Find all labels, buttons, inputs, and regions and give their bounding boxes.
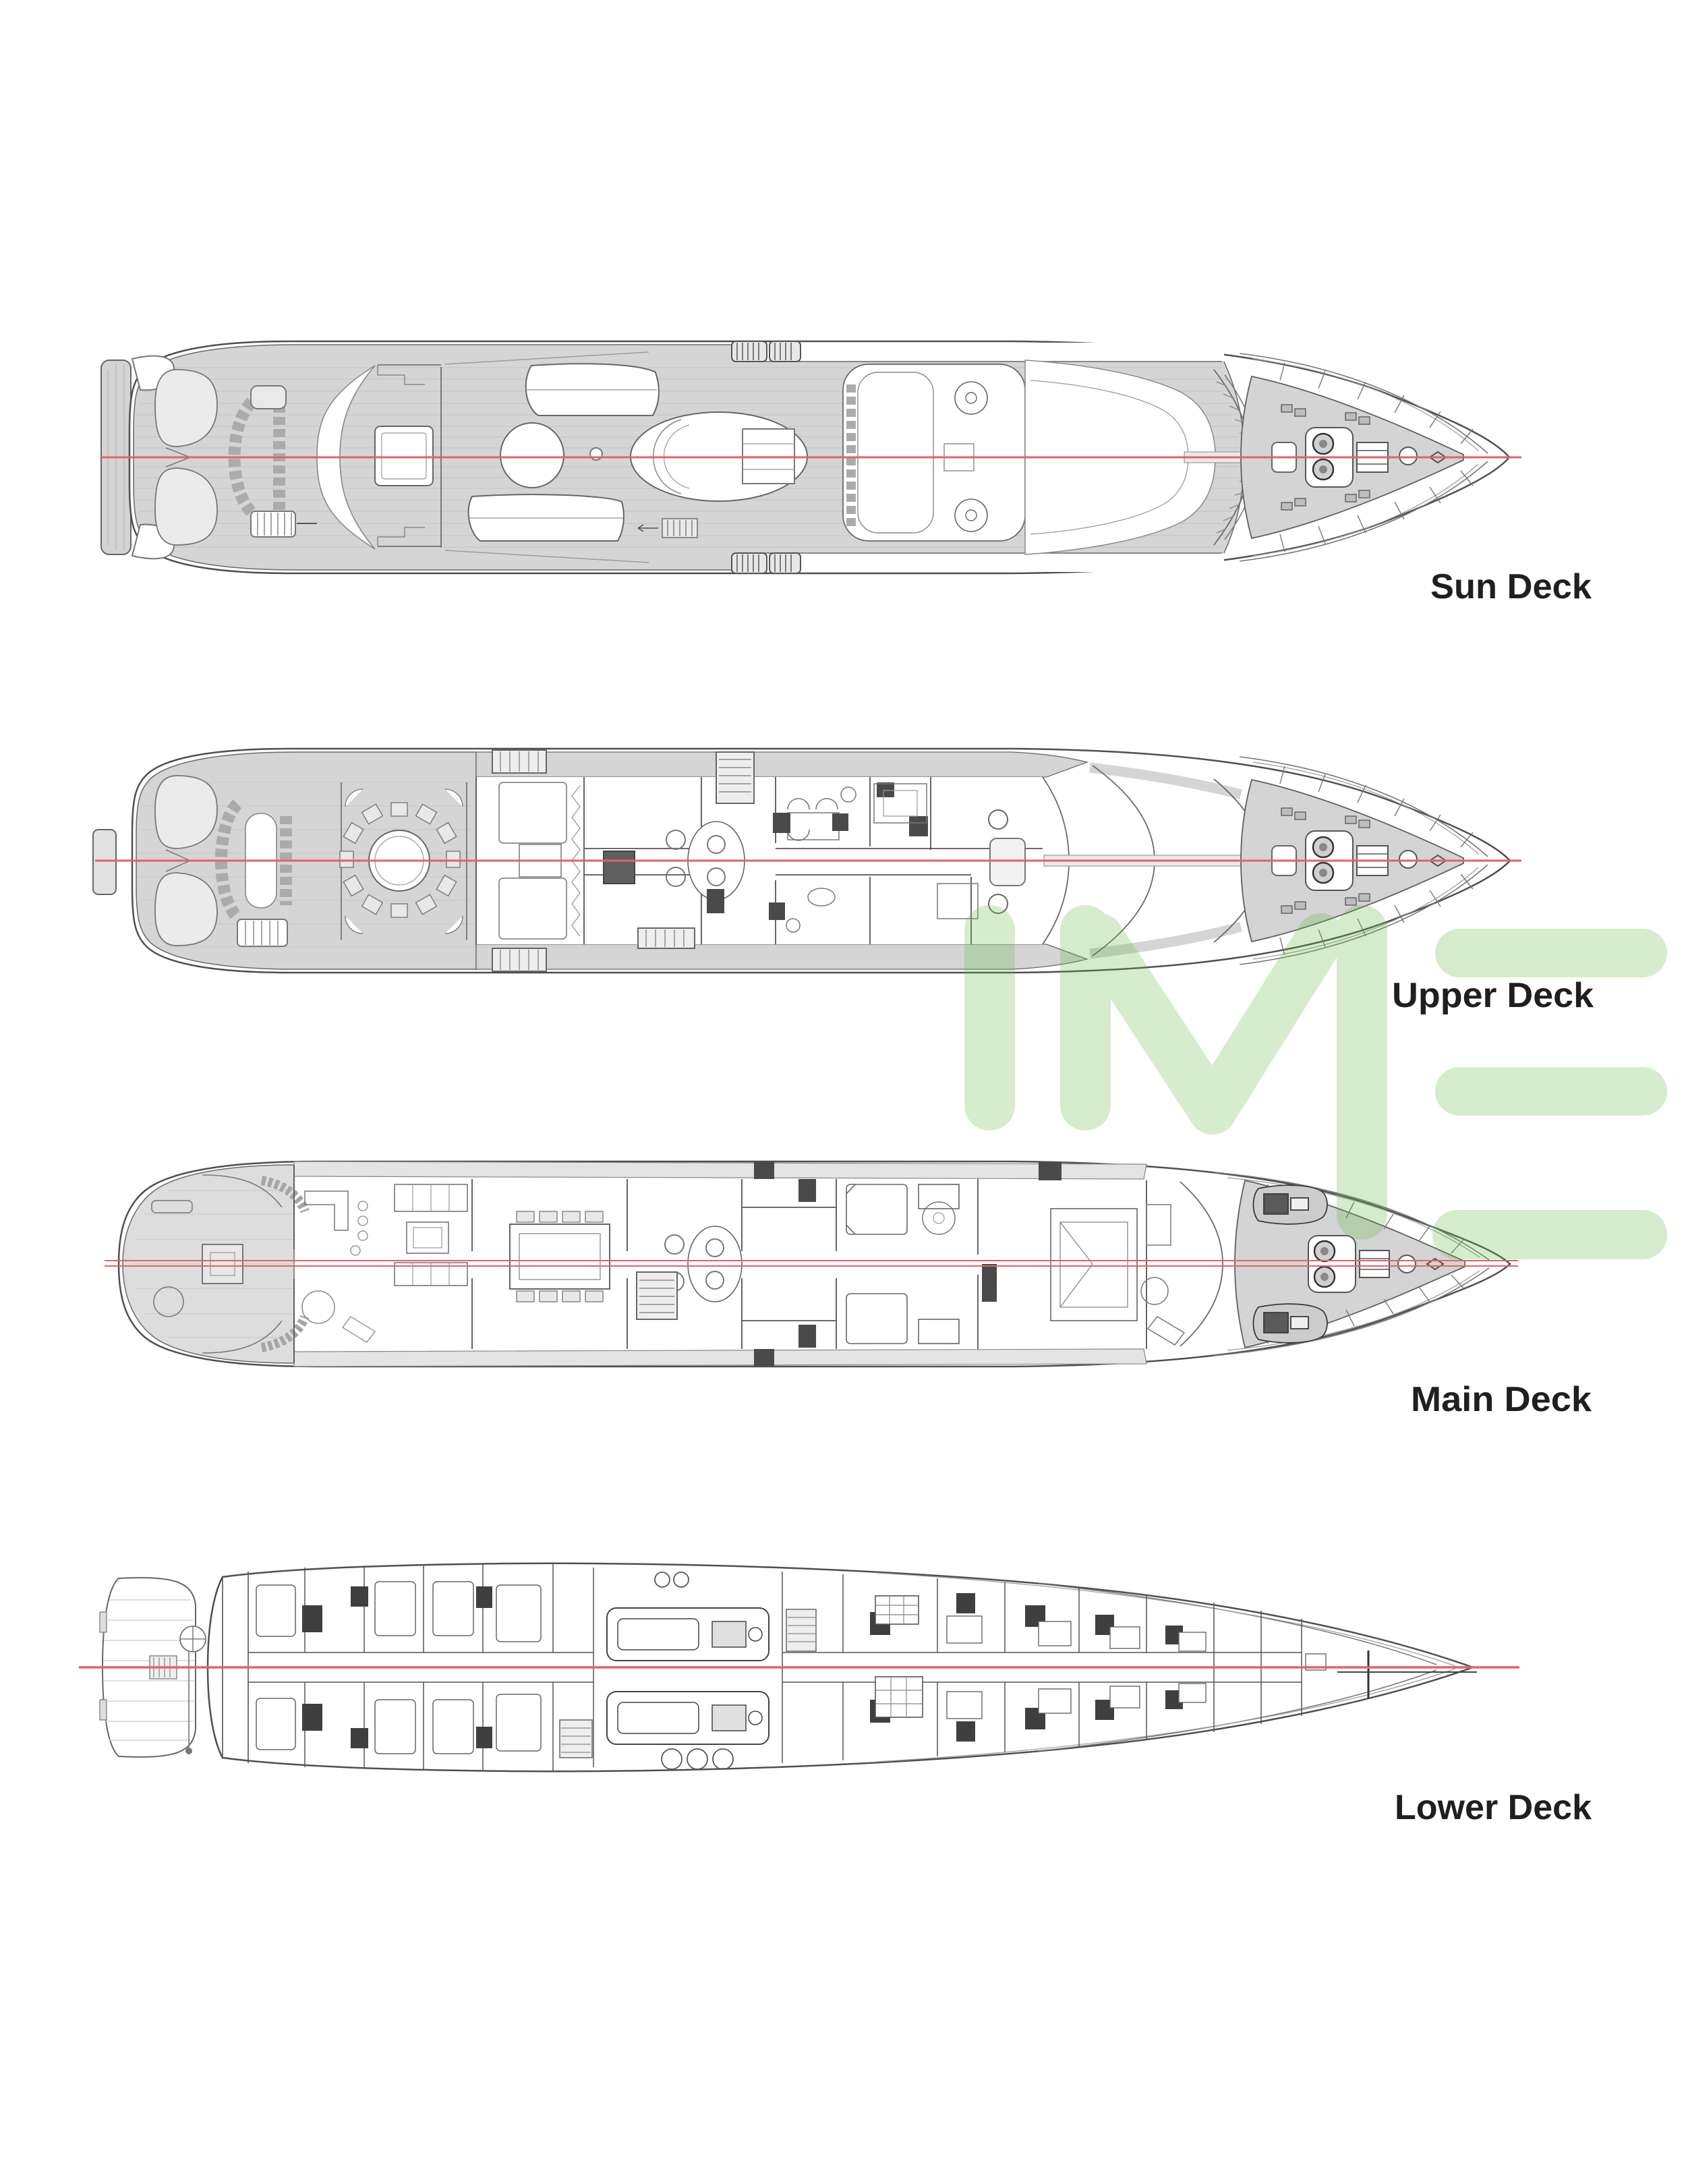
svg-text:Main Deck: Main Deck — [1411, 1380, 1592, 1419]
svg-text:Lower Deck: Lower Deck — [1395, 1788, 1592, 1827]
svg-text:Sun Deck: Sun Deck — [1430, 567, 1592, 606]
svg-text:Upper Deck: Upper Deck — [1392, 976, 1594, 1015]
